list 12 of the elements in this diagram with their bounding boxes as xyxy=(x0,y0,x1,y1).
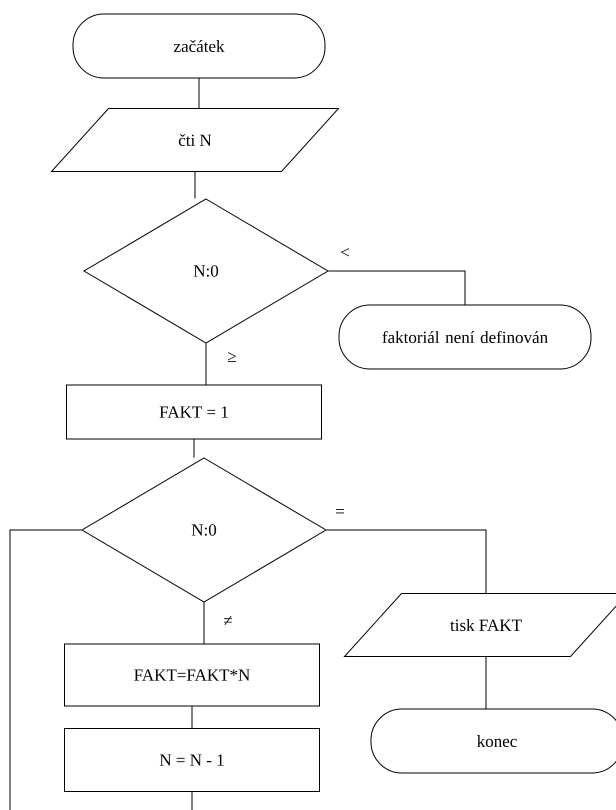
connector-line xyxy=(326,530,486,594)
process-box: FAKT=FAKT*N xyxy=(64,644,320,706)
connector-line xyxy=(10,530,192,810)
process-box: N = N - 1 xyxy=(64,728,320,792)
connector-line xyxy=(198,78,200,108)
edge-label: ≥ xyxy=(228,352,236,362)
connector-line xyxy=(194,172,196,199)
edge-label: = xyxy=(336,509,344,514)
connector-line xyxy=(328,270,466,305)
edge-label: < xyxy=(341,248,349,256)
process-box: FAKT = 1 xyxy=(66,384,322,440)
edge-label: ≠ xyxy=(224,616,232,625)
